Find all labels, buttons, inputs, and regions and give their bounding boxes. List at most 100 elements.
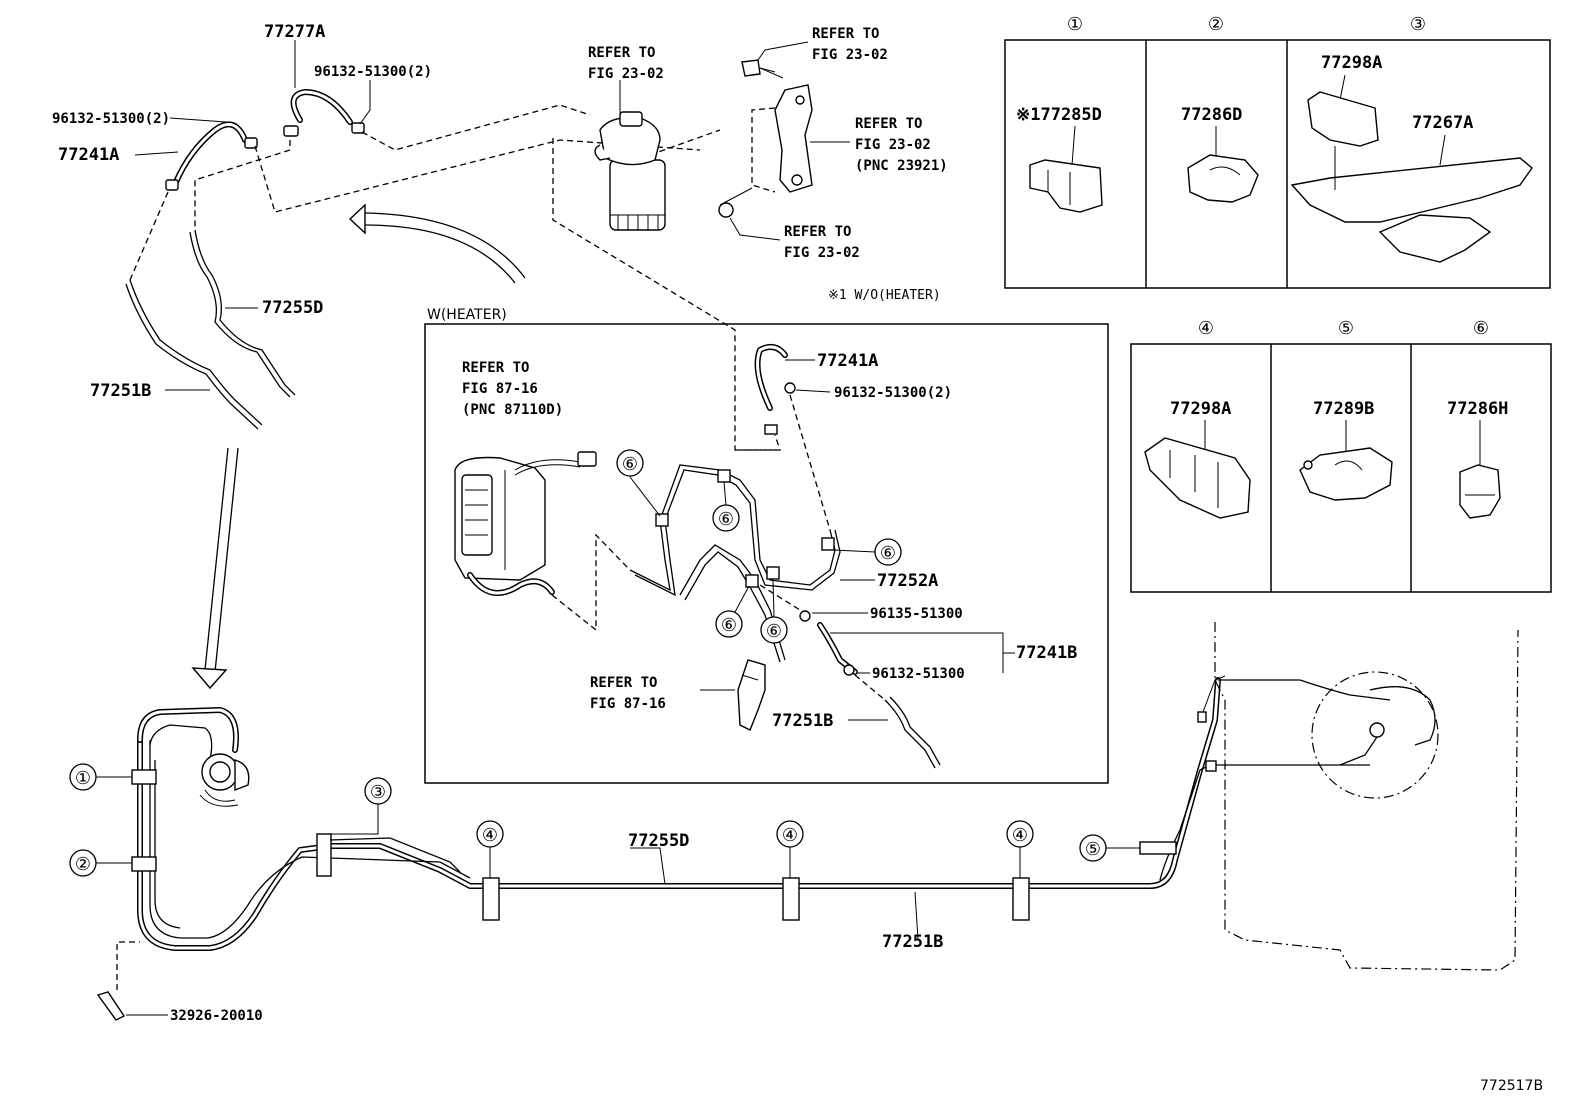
callout-6: ⑥: [766, 621, 782, 642]
label-77252A: 77252A: [877, 571, 938, 591]
pipe-77255D-top: [194, 229, 296, 396]
clip-77267A-icon-lower: [1378, 214, 1492, 263]
callout-6: ⑥: [622, 454, 638, 475]
clip-77267A-icon: [1290, 157, 1533, 223]
legend-num-3: ③: [1410, 14, 1426, 35]
label-32926-20010: 32926-20010: [170, 1008, 263, 1024]
ref-fig2302-b-l1: REFER TO: [812, 26, 879, 42]
clip-77285D-icon: [1029, 159, 1103, 213]
clip-3: [316, 833, 332, 877]
callout-1: ①: [75, 768, 91, 789]
clip-77289B-icon: [1299, 447, 1393, 501]
legend-label-77289B: 77289B: [1313, 399, 1374, 419]
label-96135-51300: 96135-51300: [870, 606, 963, 622]
ref-fig2302-c-l1: REFER TO: [855, 116, 922, 132]
label-77255D-bottom: 77255D: [628, 831, 689, 851]
lower-pipe-run: [96, 622, 1519, 1021]
flow-arrow-curved: [364, 224, 516, 284]
label-77251B-left: 77251B: [90, 381, 151, 401]
ref-fig2302-c-l2: FIG 23-02: [855, 137, 931, 153]
ref-fig2302-d-l1: REFER TO: [784, 224, 851, 240]
label-77251B-heater: 77251B: [772, 711, 833, 731]
label-77241B: 77241B: [1016, 643, 1077, 663]
legend-num-1: ①: [1067, 14, 1083, 35]
legend-label-77267A: 77267A: [1412, 113, 1473, 133]
clip-77298A-icon-small: [1307, 91, 1379, 147]
legend-num-4: ④: [1198, 318, 1214, 339]
clip-1: [131, 769, 157, 785]
ref-fig2302-b-l2: FIG 23-02: [812, 47, 888, 63]
clip-5: [1139, 841, 1177, 855]
fuel-tank-outline: [1214, 622, 1519, 971]
label-96132-51300-left: 96132-51300(2): [52, 111, 170, 127]
flow-arrow-down: [204, 447, 239, 673]
clip-77286H-icon: [1459, 464, 1501, 519]
vent-valve: [199, 753, 250, 807]
clamp: [244, 137, 258, 149]
label-77241A-heater: 77241A: [817, 351, 878, 371]
clip-legend-top: ① ② ③ ※177285D 77286D 77298A 77267A: [1004, 14, 1551, 289]
ref-fig8716-a-l2: FIG 87-16: [462, 381, 538, 397]
label-96132-51300-heater: 96132-51300(2): [834, 385, 952, 401]
heater-section-frame: [424, 323, 1109, 784]
ref-fig8716-b-l2: FIG 87-16: [590, 696, 666, 712]
note-wo-heater: ※1 W/O(HEATER): [828, 288, 941, 303]
label-77277A: 77277A: [264, 22, 325, 42]
heater-section: W(HEATER): [424, 307, 1109, 784]
clip-4a: [482, 877, 500, 921]
callout-6: ⑥: [721, 615, 737, 636]
filter-bracket: [718, 59, 813, 218]
label-77241A-left: 77241A: [58, 145, 119, 165]
hose-77241A-heater: [754, 343, 788, 411]
clip-77298A-icon: [1144, 437, 1251, 519]
ref-fig8716-a-l3: (PNC 87110D): [462, 402, 563, 418]
callout-4: ④: [1012, 825, 1028, 846]
heater-section-title: W(HEATER): [427, 307, 507, 323]
label-77251B-bottom: 77251B: [882, 932, 943, 952]
pipe-77251B-heater: [884, 699, 936, 769]
part-labels: 77277A 96132-51300(2) 96132-51300(2) 772…: [52, 22, 1543, 1094]
clip-legend-bottom: ④ ⑤ ⑥ 77298A 77289B 77286H: [1130, 318, 1552, 593]
callout-2: ②: [75, 854, 91, 875]
ref-fig2302-a-l1: REFER TO: [588, 45, 655, 61]
figure-id: 772517B: [1480, 1078, 1543, 1094]
clip-2: [131, 856, 157, 872]
part-32926-20010: [96, 991, 126, 1021]
ref-fig2302-d-l2: FIG 23-02: [784, 245, 860, 261]
legend-label-77285D: ※177285D: [1016, 105, 1102, 125]
label-96132-51300-top: 96132-51300(2): [314, 64, 432, 80]
legend-label-77286H: 77286H: [1447, 399, 1508, 419]
fuel-filter-assembly: [594, 111, 666, 231]
clamp: [165, 179, 179, 191]
legend-num-2: ②: [1208, 14, 1224, 35]
callout-6: ⑥: [880, 543, 896, 564]
upper-pipes-group: [125, 89, 780, 690]
pipe-77252A: [629, 464, 836, 592]
main-fuel-pipes: [137, 677, 1221, 951]
label-96132-51300-single: 96132-51300: [872, 666, 965, 682]
legend-num-6: ⑥: [1473, 318, 1489, 339]
legend-label-77286D: 77286D: [1181, 105, 1242, 125]
callout-4: ④: [482, 825, 498, 846]
ref-fig8716-a-l1: REFER TO: [462, 360, 529, 376]
callout-5: ⑤: [1085, 839, 1101, 860]
heater-unit: [454, 451, 597, 596]
callout-6: ⑥: [718, 509, 734, 530]
label-77255D-top: 77255D: [262, 298, 323, 318]
callout-4: ④: [782, 825, 798, 846]
ref-fig2302-c-l3: (PNC 23921): [855, 158, 948, 174]
clamp: [283, 125, 299, 137]
legend-label-77298A-4: 77298A: [1170, 399, 1231, 419]
ref-fig2302-a-l2: FIG 23-02: [588, 66, 664, 82]
legend-label-77298A-3: 77298A: [1321, 53, 1382, 73]
pipe-77251B-top: [129, 279, 263, 426]
ref-fig8716-b-l1: REFER TO: [590, 675, 657, 691]
fuel-sender-unit: [1311, 671, 1439, 799]
legend-num-5: ⑤: [1338, 318, 1354, 339]
clip-77286D-icon: [1187, 154, 1259, 203]
clip-4c: [1012, 877, 1030, 921]
clip-4b: [782, 877, 800, 921]
callout-3: ③: [370, 782, 386, 803]
callouts: ⑥ ⑥ ⑥ ⑥ ⑥ ① ② ③ ④ ④ ④ ⑤: [69, 449, 1140, 878]
